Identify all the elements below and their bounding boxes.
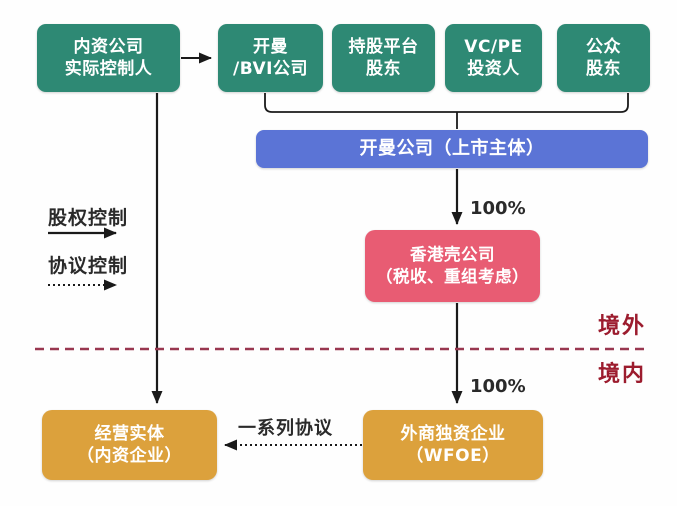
node-label: 香港壳公司 <box>410 245 495 265</box>
edge-label-100pct-bottom: 100% <box>470 376 526 397</box>
node-label: （内资企业） <box>77 446 182 466</box>
node-label: 经营实体 <box>94 423 165 444</box>
region-label-onshore: 境内 <box>598 362 647 387</box>
node-domestic-controller: 内资公司 实际控制人 <box>37 24 180 92</box>
node-label: 实际控制人 <box>64 59 153 79</box>
node-wfoe: 外商独资企业 （WFOE） <box>363 410 543 480</box>
node-label: 开曼公司（上市主体） <box>359 138 545 160</box>
edge-label-series-of-agreements: 一系列协议 <box>238 418 333 439</box>
region-label-offshore: 境外 <box>598 314 647 339</box>
node-label: 股东 <box>366 59 401 79</box>
node-label: （WFOE） <box>406 446 500 466</box>
node-label: /BVI公司 <box>233 59 308 79</box>
node-holding-platform-shareholders: 持股平台 股东 <box>332 24 435 92</box>
legend-contract-control-label: 协议控制 <box>48 255 129 277</box>
node-cayman-bvi: 开曼 /BVI公司 <box>218 24 323 92</box>
node-label: 外商独资企业 <box>400 423 506 444</box>
node-vc-pe-investors: VC/PE 投资人 <box>445 24 542 92</box>
node-label: 股东 <box>586 59 621 79</box>
node-public-shareholders: 公众 股东 <box>557 24 650 92</box>
node-label: 投资人 <box>467 59 520 79</box>
node-label: 公众 <box>586 36 621 57</box>
node-label: VC/PE <box>464 36 523 57</box>
node-operating-entity: 经营实体 （内资企业） <box>42 410 217 480</box>
node-label: 内资公司 <box>73 36 144 57</box>
legend-equity-control-label: 股权控制 <box>48 207 129 229</box>
connector-shareholders-bracket <box>264 93 629 113</box>
node-hk-shell-company: 香港壳公司 （税收、重组考虑） <box>365 230 540 302</box>
node-label: （税收、重组考虑） <box>376 267 529 286</box>
node-label: 开曼 <box>253 36 288 57</box>
node-label: 持股平台 <box>348 36 419 57</box>
node-cayman-listed-entity: 开曼公司（上市主体） <box>256 130 648 168</box>
edge-label-100pct-top: 100% <box>470 198 526 219</box>
